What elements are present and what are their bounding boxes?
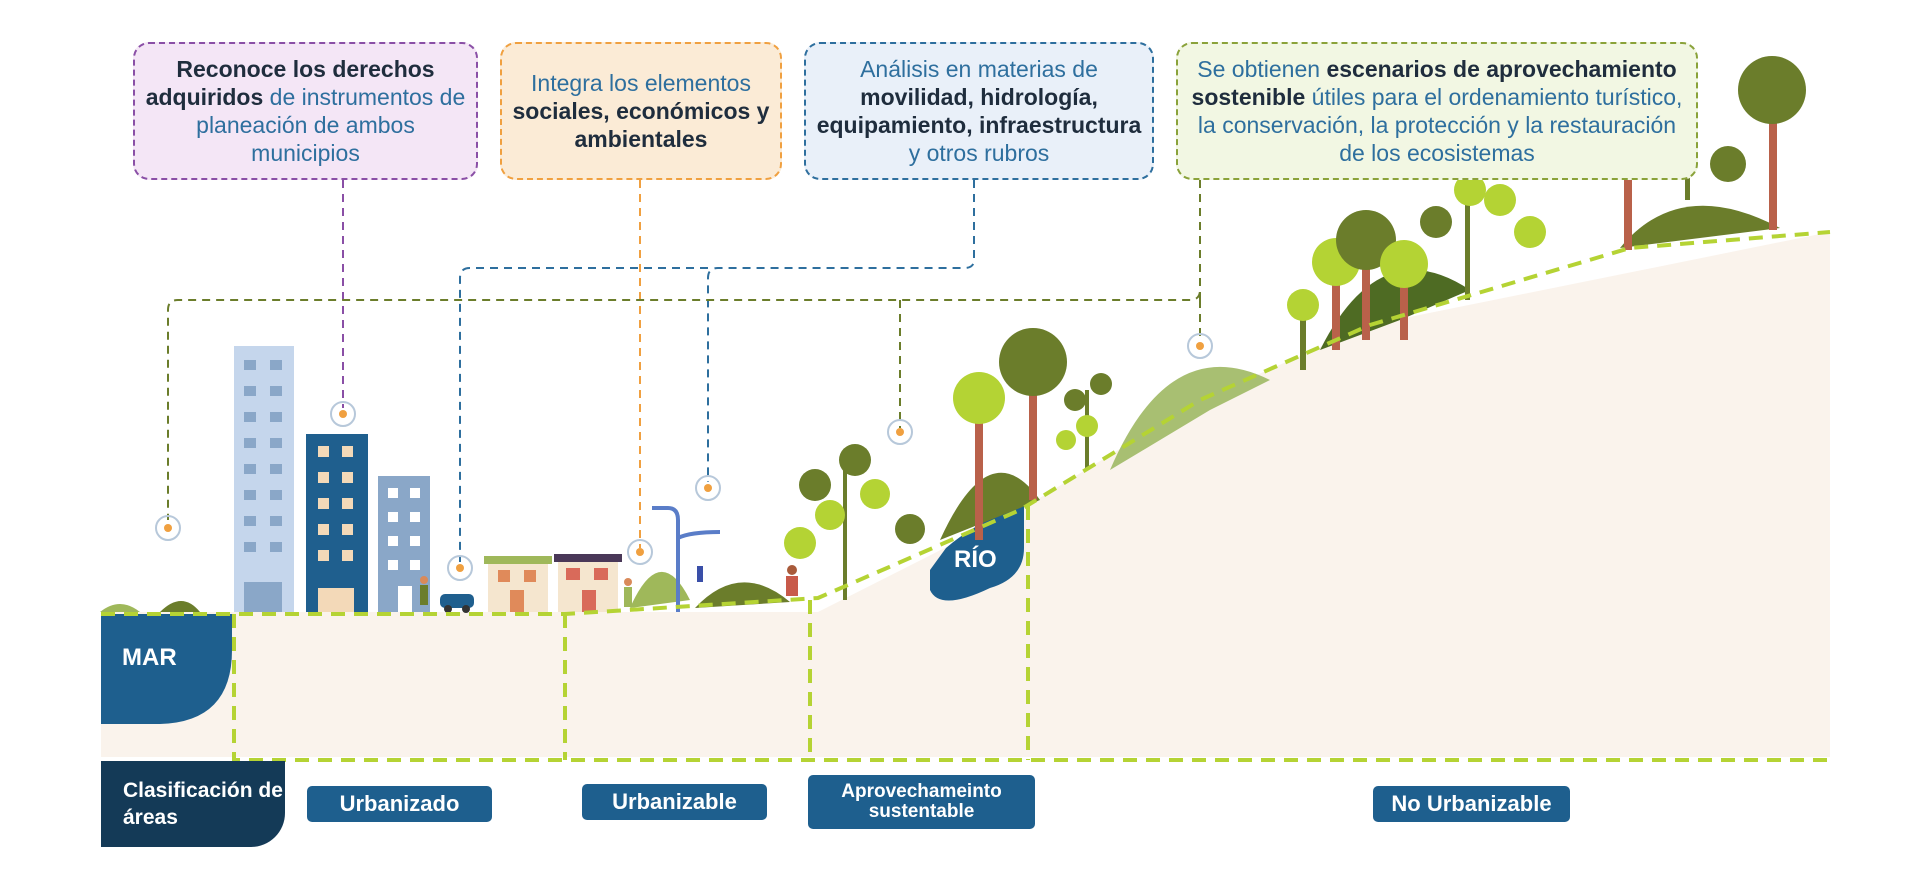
- street-lamp-icon: [652, 506, 721, 612]
- building-icon: [306, 434, 368, 612]
- callout-text-regular: Integra los elementos: [531, 70, 751, 96]
- area-label-no-urbanizable: No Urbanizable: [1373, 786, 1570, 822]
- callout-text-regular: y otros rubros: [908, 140, 1050, 166]
- target-marker-icon: [447, 555, 473, 581]
- callout-text: Se obtienen escenarios de aprovechamient…: [1188, 55, 1686, 167]
- tree-icon: [953, 372, 1005, 540]
- callout-text-bold: escenarios de aprovechamiento sostenible: [1191, 56, 1677, 110]
- target-marker-icon: [1187, 333, 1213, 359]
- river-water: [930, 504, 1024, 601]
- callout-text-regular: de instrumentos de planeación de ambos m…: [196, 84, 466, 166]
- car-icon: [440, 594, 474, 608]
- area-label-aprovechamiento: Aprovechameinto sustentable: [808, 775, 1035, 829]
- connector-lines: [167, 180, 1201, 562]
- tree-icon: [1056, 373, 1112, 470]
- callout-text-regular: Se obtienen: [1197, 56, 1327, 82]
- tree-icon: [784, 444, 925, 600]
- mar-label: MAR: [122, 644, 177, 671]
- target-marker-icon: [695, 475, 721, 501]
- target-marker-icon: [155, 515, 181, 541]
- callout-escenarios-sostenibles: Se obtienen escenarios de aprovechamient…: [1176, 42, 1698, 180]
- callout-derechos-adquiridos: Reconoce los derechos adquiridos de inst…: [133, 42, 478, 180]
- sea-water: [101, 614, 232, 724]
- person-icon: [787, 565, 797, 575]
- tree-icon: [1738, 56, 1806, 230]
- rio-label: RÍO: [954, 546, 997, 573]
- person-icon: [420, 576, 428, 584]
- target-markers: [155, 333, 1213, 581]
- tree-icon: [1420, 174, 1546, 300]
- callout-text-bold: Reconoce los derechos adquiridos: [145, 56, 435, 110]
- building-icon: [234, 346, 294, 612]
- person-icon: [624, 578, 632, 586]
- callout-text: Integra los elementos sociales, económic…: [512, 69, 770, 153]
- tree-icon: [1287, 289, 1319, 370]
- area-label-urbanizable: Urbanizable: [582, 784, 767, 820]
- tree-icon: [999, 328, 1067, 500]
- callout-text-regular: Análisis en materias de: [860, 56, 1098, 82]
- target-marker-icon: [330, 401, 356, 427]
- callout-text: Análisis en materias de movilidad, hidro…: [816, 55, 1142, 167]
- target-marker-icon: [627, 539, 653, 565]
- callout-elementos-sociales: Integra los elementos sociales, económic…: [500, 42, 782, 180]
- buildings-group: [234, 346, 798, 613]
- zones-outline: [101, 230, 1831, 762]
- tree-icon: [1336, 210, 1396, 340]
- callout-text: Reconoce los derechos adquiridos de inst…: [145, 55, 466, 167]
- ground: [101, 232, 1830, 757]
- area-label-urbanizado: Urbanizado: [307, 786, 492, 822]
- callout-text-regular: útiles para el ordenamiento turístico, l…: [1197, 84, 1683, 166]
- clasificacion-title: Clasificación de áreas: [101, 761, 285, 847]
- trees-group: [784, 56, 1806, 600]
- hills-group: [100, 205, 1780, 612]
- callout-analisis-materias: Análisis en materias de movilidad, hidro…: [804, 42, 1154, 180]
- callout-text-bold: sociales, económicos y ambientales: [512, 98, 770, 152]
- callout-text-bold: movilidad, hidrología, equipamiento, inf…: [816, 84, 1142, 138]
- tree-icon: [1380, 240, 1428, 340]
- target-marker-icon: [887, 419, 913, 445]
